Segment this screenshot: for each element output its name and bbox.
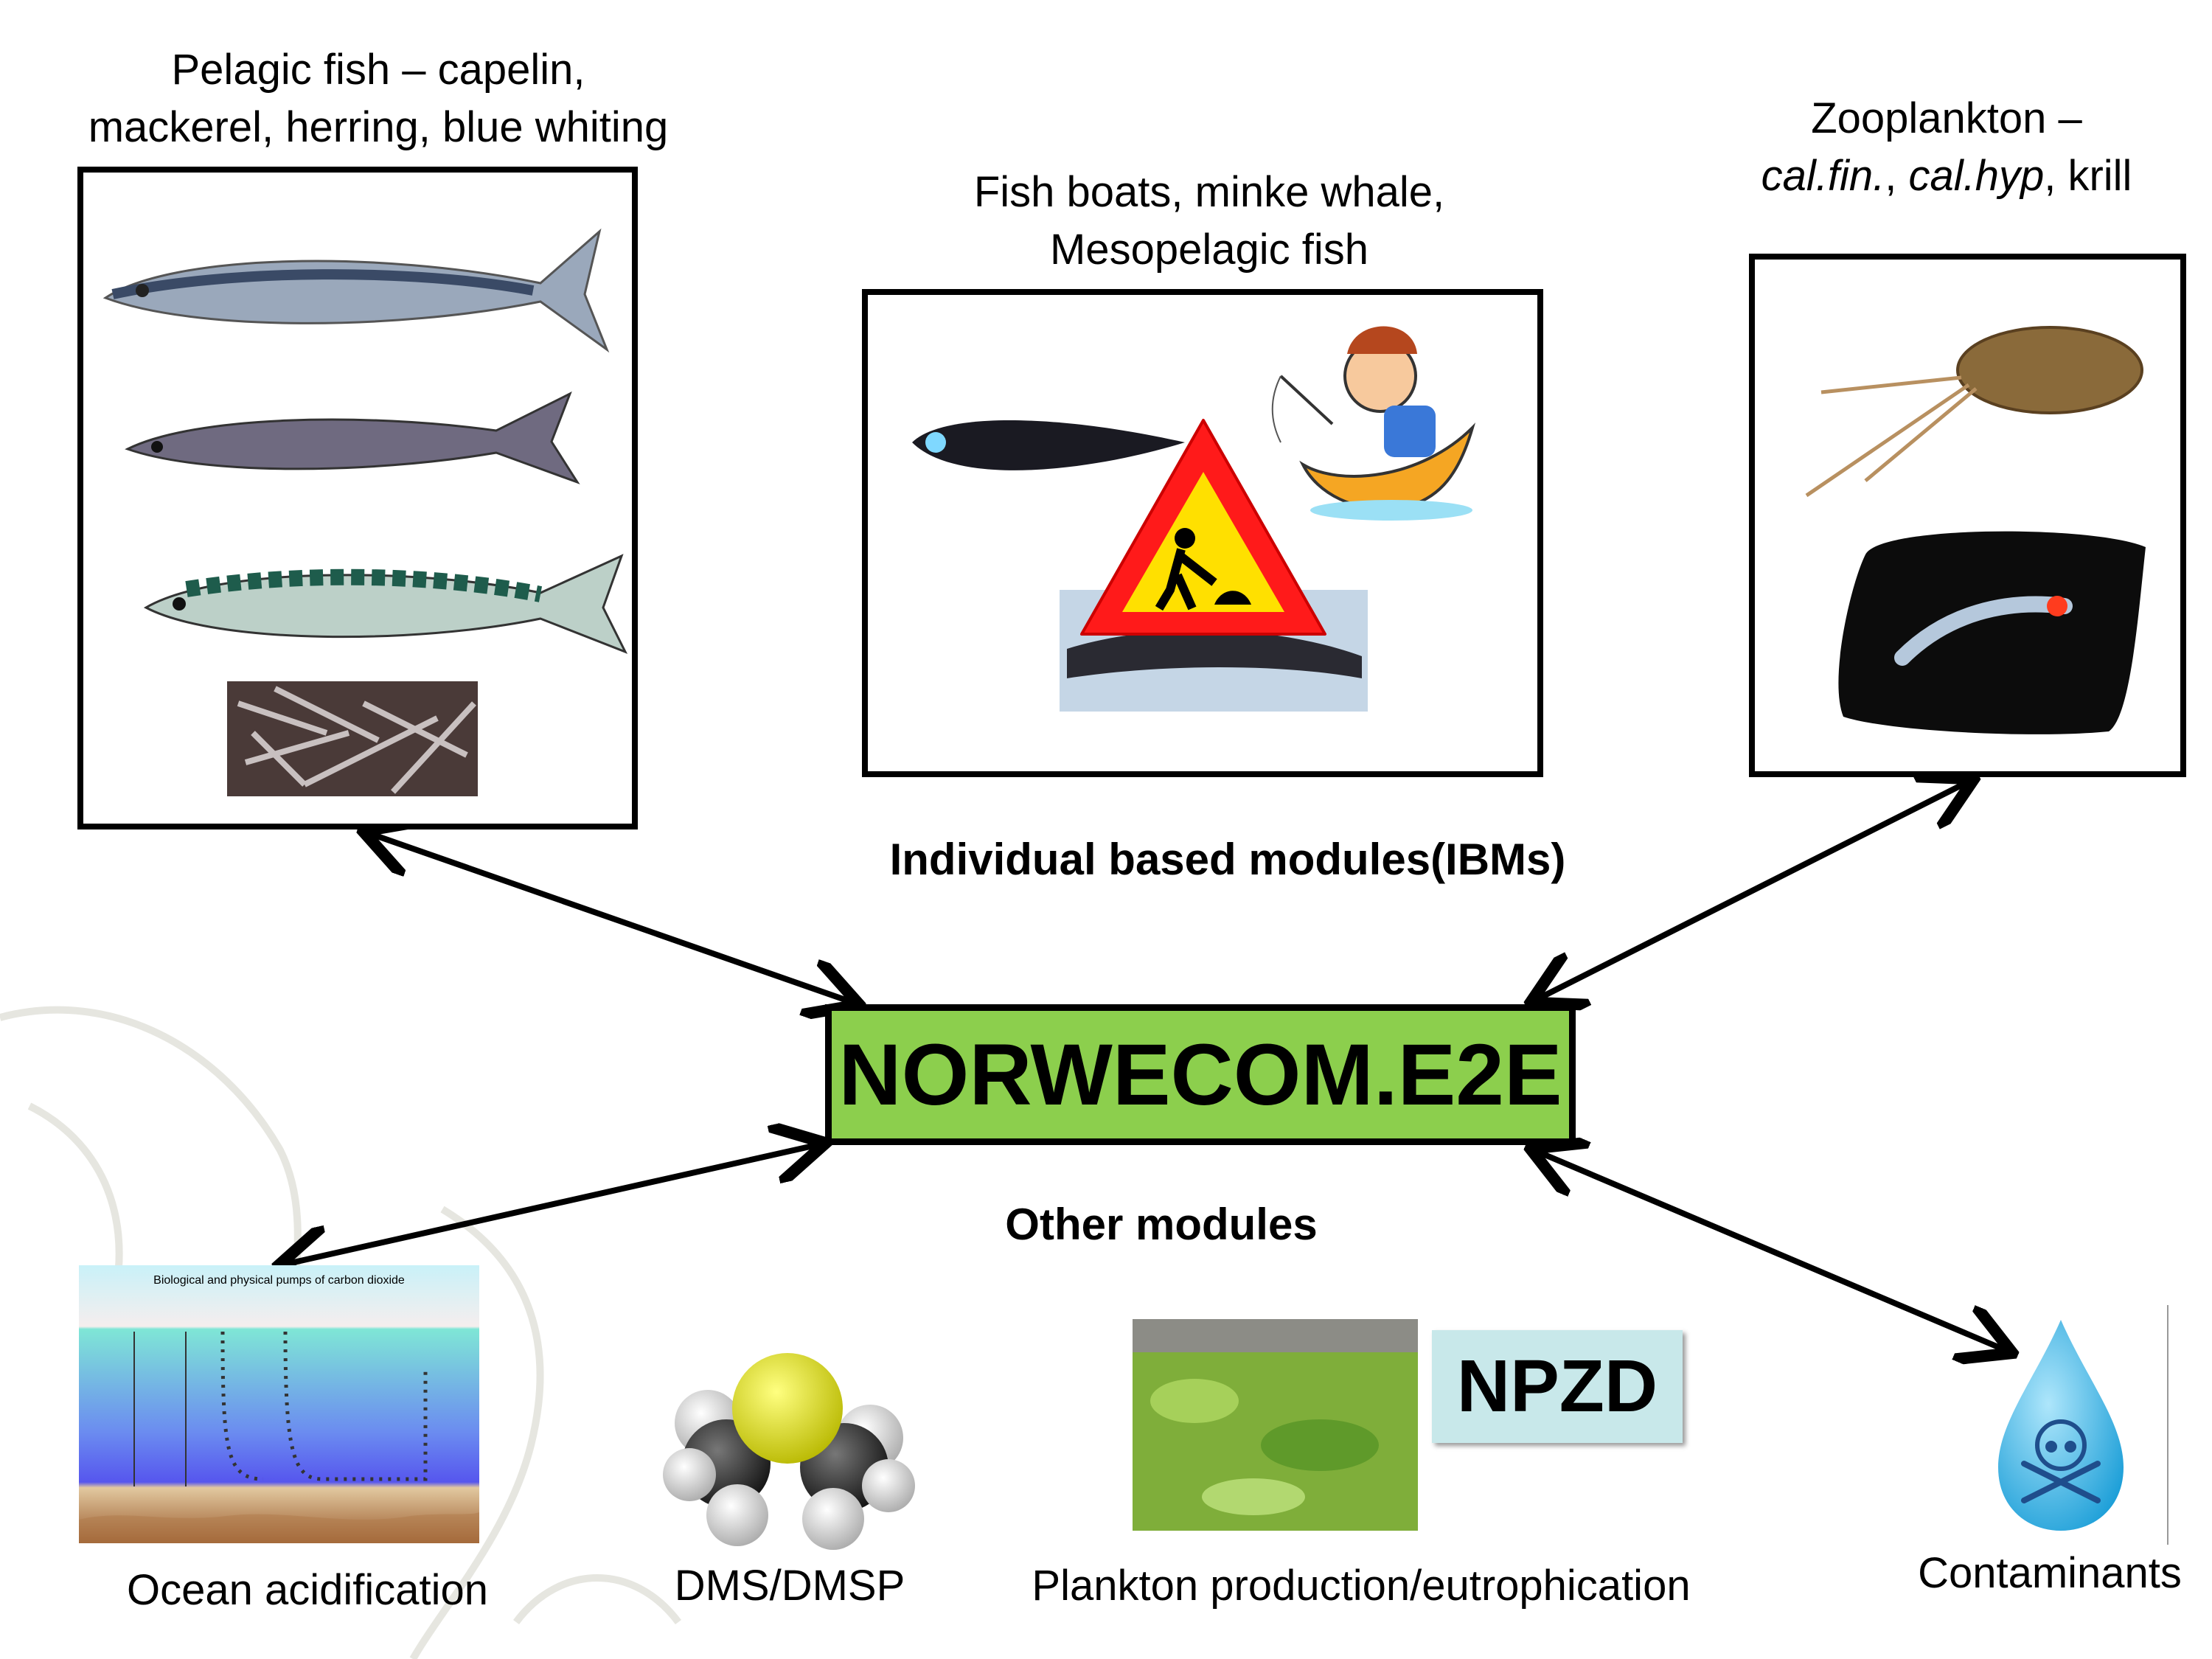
roadwork-sign-icon [1080,419,1326,636]
mesopelagic-fish-image [912,420,1185,470]
blue-whiting-image [125,391,580,484]
zooplankton-title-line1: Zooplankton – [1811,94,2082,142]
krill-label: , krill [2044,152,2132,201]
dms-dmsp-label: DMS/DMSP [674,1562,905,1610]
krill-image [1838,531,2146,734]
contaminants-label: Contaminants [1918,1549,2182,1597]
zooplankton-images [1805,326,2146,734]
pelagic-title: Pelagic fish – capelin, mackerel, herrin… [88,41,669,157]
pelagic-fish-box [77,167,638,830]
middle-title-line1: Fish boats, minke whale, [973,168,1445,216]
mackerel-image [143,554,628,654]
separator: , [1885,152,1909,201]
zooplankton-title-line2: cal.fin., cal.hyp, krill [1761,147,2132,205]
ocean-figure-title: Biological and physical pumps of carbon … [153,1274,405,1287]
herring-image [102,228,610,353]
capelin-image [227,681,478,796]
npzd-label: NPZD [1456,1345,1658,1427]
ocean-acidification-label: Ocean acidification [126,1566,489,1614]
pelagic-fish-images [102,228,628,796]
arrow-pelagic [369,833,854,1003]
pelagic-title-line2: mackerel, herring, blue whiting [88,103,669,152]
zooplankton-title: Zooplankton – cal.fin., cal.hyp, krill [1761,90,2132,206]
fishboat-whale-mesopelagic-box [862,289,1543,777]
pelagic-title-line1: Pelagic fish – capelin, [171,46,585,94]
ocean-acidification-figure: Biological and physical pumps of carbon … [79,1265,479,1543]
calanus-hyperboreus-label: cal.hyp [1908,152,2045,201]
middle-title: Fish boats, minke whale, Mesopelagic fis… [974,164,1444,279]
ibm-label: Individual based modules(IBMs) [889,835,1566,884]
copepod-image [1805,326,2143,498]
zooplankton-box [1749,254,2186,777]
other-modules-label: Other modules [1005,1200,1318,1249]
plankton-production-label: Plankton production/eutrophication [1032,1562,1691,1610]
arrows [284,782,2007,1351]
arrow-ocean [284,1144,820,1265]
norwecom-e2e-core-box: NORWECOM.E2E [825,1004,1576,1145]
middle-images [912,326,1476,712]
core-model-label: NORWECOM.E2E [838,1026,1562,1124]
carbon-pump-diagram [79,1265,479,1543]
calanus-finmarchicus-label: cal.fin. [1761,152,1885,201]
npzd-box: NPZD [1432,1330,1683,1443]
arrow-contaminants [1536,1151,2007,1351]
middle-title-line2: Mesopelagic fish [1049,226,1368,274]
arrow-zooplankton [1536,782,1969,1000]
fisherman-boat-image [1271,326,1476,521]
